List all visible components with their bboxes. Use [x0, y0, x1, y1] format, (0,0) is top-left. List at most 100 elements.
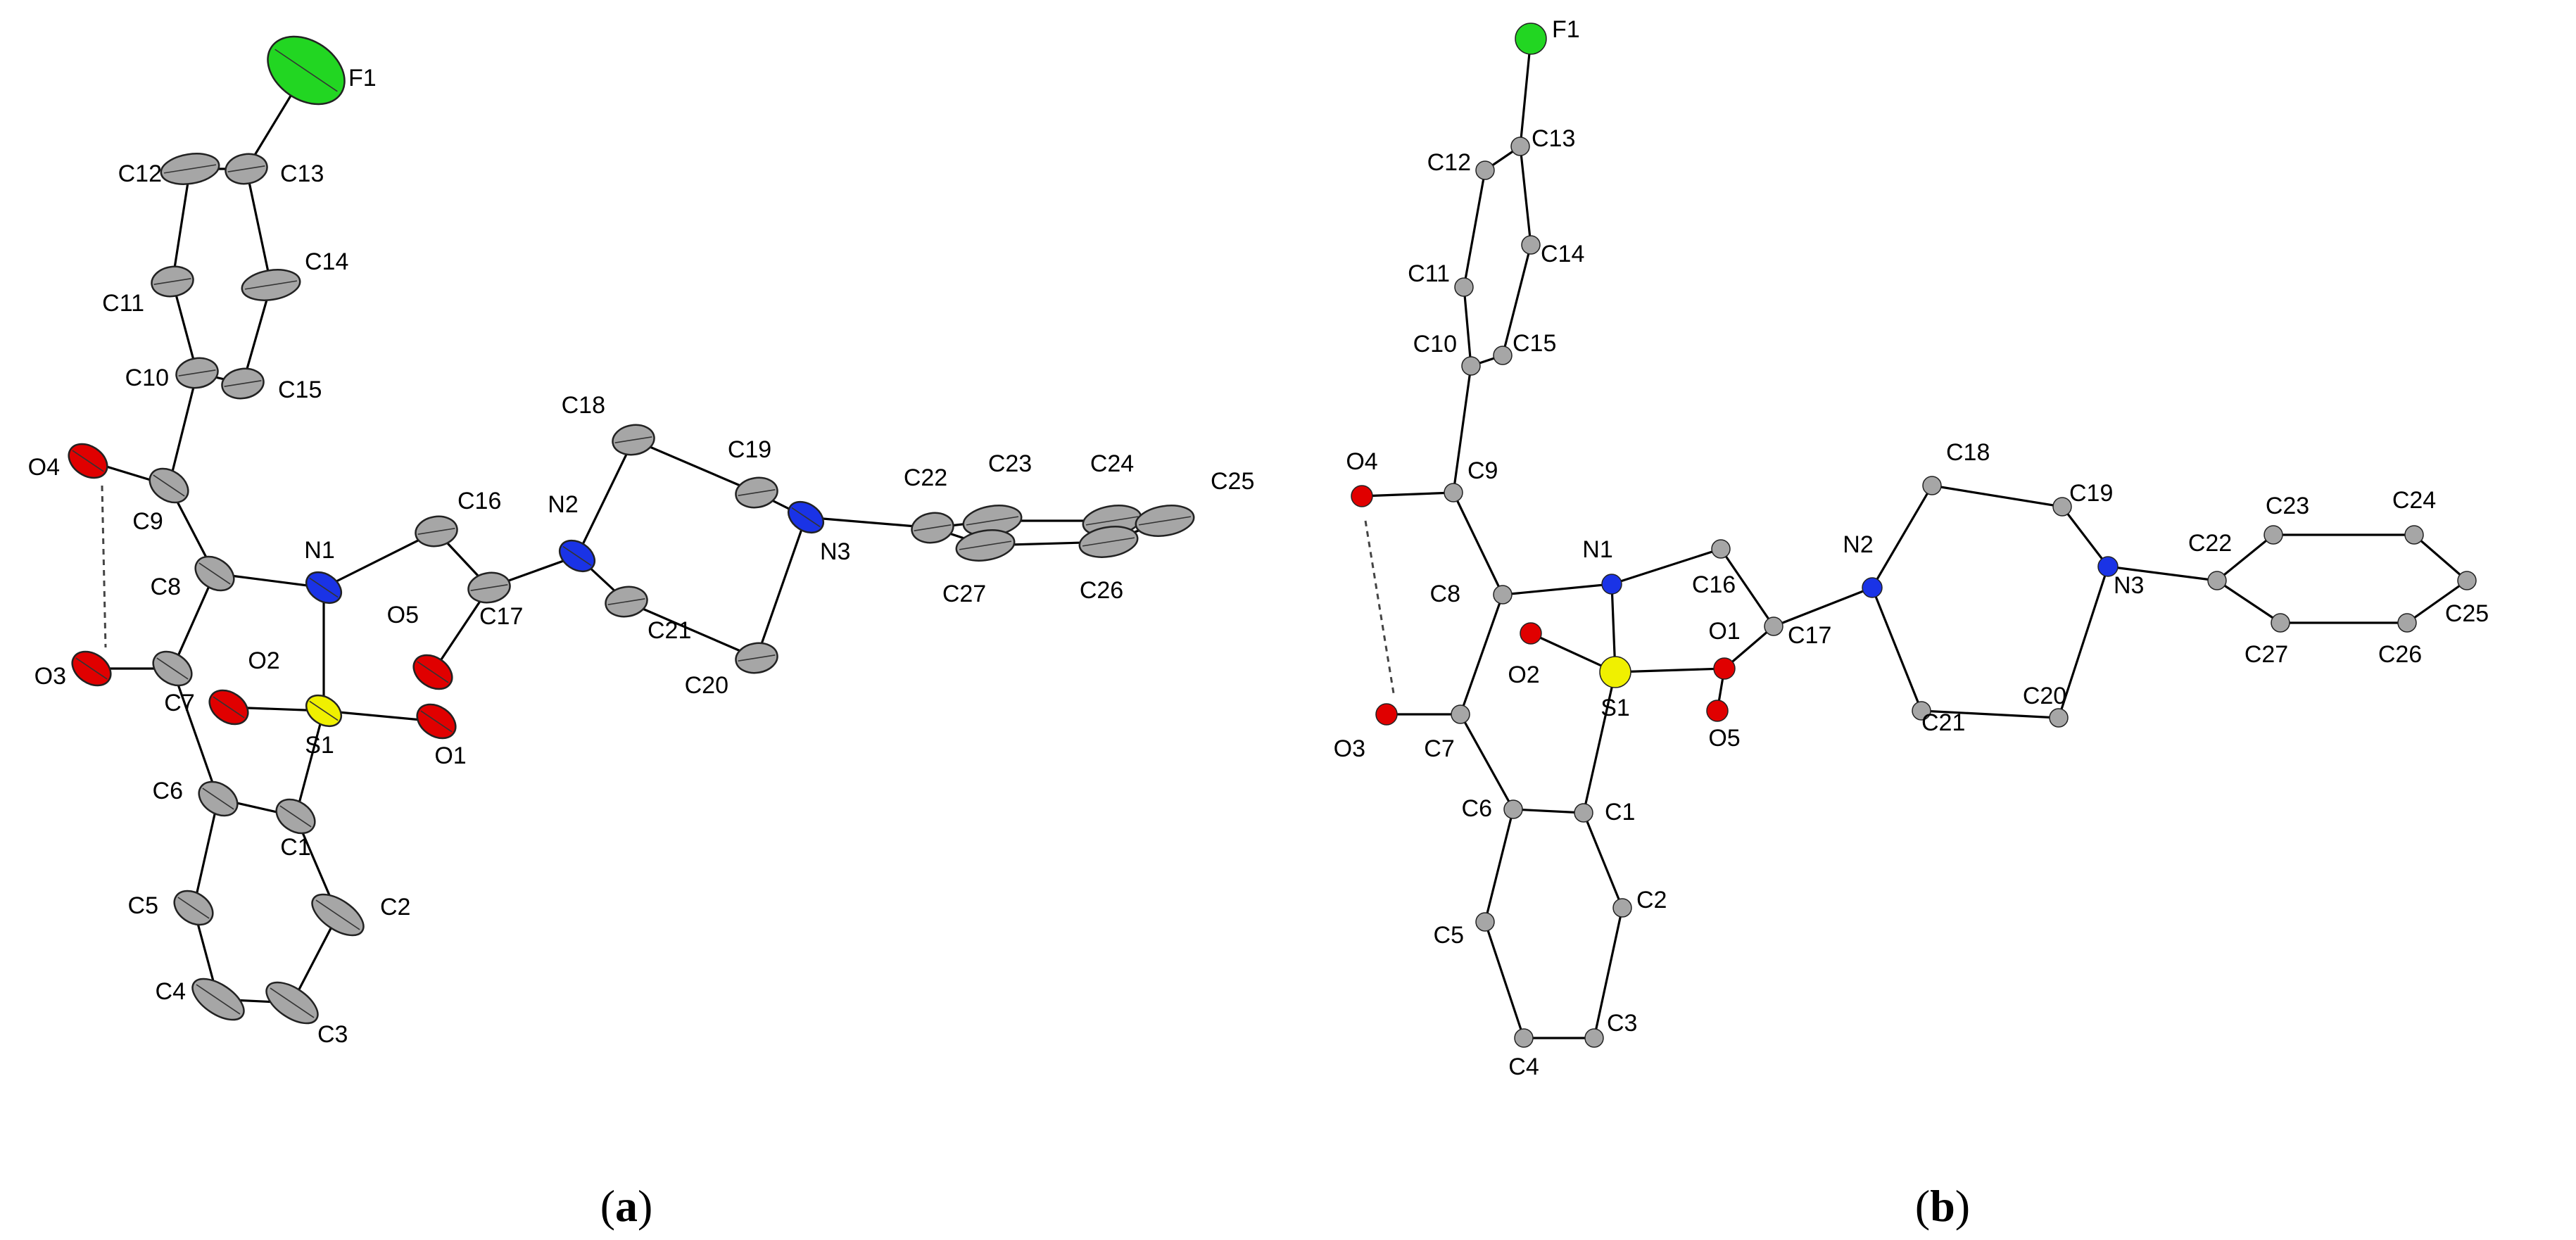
ellipsoid-axis — [1085, 516, 1139, 526]
bond-C12-C11 — [171, 167, 191, 283]
bond-C11-C10 — [171, 280, 198, 374]
atom-label-C16: C16 — [457, 488, 501, 514]
atom-C6 — [1503, 799, 1523, 819]
ellipsoid-axis — [309, 577, 339, 598]
atom-label-C10: C10 — [1413, 331, 1457, 358]
atom-label-C14: C14 — [305, 248, 348, 275]
bond-C22-C23 — [2216, 533, 2275, 582]
atom-C18 — [1922, 476, 1942, 495]
bond-N1-C16 — [1610, 548, 1722, 586]
atom-label-C8: C8 — [1430, 581, 1460, 607]
atom-label-C11: C11 — [1408, 260, 1450, 287]
atom-label-C7: C7 — [1424, 735, 1454, 762]
atom-C24 — [2404, 525, 2424, 545]
ellipsoid-axis — [417, 528, 455, 535]
bond-C14-C13 — [1519, 145, 1532, 246]
atom-label-C15: C15 — [1513, 330, 1556, 357]
atom-N1 — [1601, 574, 1622, 595]
ellipsoid-axis — [417, 661, 449, 683]
ellipsoid-axis — [607, 598, 645, 605]
ellipsoid-axis — [791, 507, 821, 528]
atom-C3 — [1584, 1028, 1604, 1048]
ellipsoid-axis — [244, 280, 298, 290]
bond-C5-C4 — [1484, 920, 1525, 1039]
atom-C8 — [1493, 585, 1513, 605]
bond-C16-C17 — [1719, 548, 1775, 628]
atom-label-O1: O1 — [1708, 618, 1740, 645]
bond-C15-C14 — [1501, 243, 1532, 357]
bond-C3-C2 — [1593, 906, 1624, 1039]
bond-C12-C11 — [1463, 169, 1486, 289]
atom-C15 — [1493, 346, 1513, 365]
atom-N3 — [2097, 556, 2119, 577]
bond-N3-C22 — [2107, 565, 2218, 582]
atom-label-C4: C4 — [1508, 1054, 1539, 1080]
atom-label-N1: N1 — [304, 537, 334, 564]
atom-label-O4: O4 — [1346, 448, 1377, 475]
atom-C21 — [1912, 701, 1931, 721]
atom-label-C16: C16 — [1692, 571, 1736, 598]
atom-label-C26: C26 — [1080, 577, 1123, 604]
bond-N2-C18 — [1871, 484, 1933, 589]
atom-O4 — [1351, 485, 1373, 507]
ellipsoid-axis — [153, 278, 191, 285]
atom-label-C8: C8 — [151, 574, 181, 600]
atom-label-C12: C12 — [1427, 149, 1471, 176]
atom-C1 — [1574, 803, 1593, 823]
bond-N2-C18 — [576, 438, 635, 557]
bond-C24-C25 — [2413, 533, 2468, 582]
atom-label-C22: C22 — [904, 464, 947, 491]
atom-label-C19: C19 — [728, 436, 771, 463]
atom-C4 — [1514, 1028, 1534, 1048]
bond-C21-N2 — [1871, 586, 1923, 712]
ellipsoid-axis — [738, 489, 776, 496]
ellipsoid-axis — [959, 540, 1012, 550]
ellipsoid-axis — [738, 654, 776, 662]
ellipsoid-axis — [1138, 516, 1192, 526]
bond-C6-C5 — [192, 797, 220, 909]
bond-C20-C21 — [1920, 709, 2060, 719]
ellipsoid-axis — [309, 700, 339, 721]
atom-C9 — [1444, 483, 1463, 502]
atom-label-C21: C21 — [648, 617, 691, 644]
ellipsoid-axis — [75, 657, 108, 680]
ellipsoid-axis — [198, 562, 231, 585]
atom-label-C27: C27 — [2244, 641, 2288, 668]
ellipsoid-axis — [966, 516, 1019, 526]
atom-label-N2: N2 — [1843, 531, 1873, 558]
atom-label-O3: O3 — [1334, 735, 1365, 762]
atom-C17 — [1764, 616, 1783, 636]
atom-label-S1: S1 — [305, 732, 334, 759]
atom-label-N3: N3 — [2114, 572, 2144, 599]
ellipsoid-axis — [153, 474, 185, 497]
atom-O3 — [1375, 703, 1398, 726]
atom-C27 — [2271, 613, 2290, 633]
atom-C16 — [1711, 539, 1731, 559]
atom-C12 — [1475, 160, 1495, 180]
atom-N2 — [1862, 577, 1883, 598]
atom-label-O2: O2 — [1508, 662, 1539, 688]
ellipsoid-axis — [177, 897, 210, 919]
ellipsoid-axis — [270, 987, 315, 1018]
atom-label-C27: C27 — [942, 581, 986, 607]
ellipsoid-axis — [562, 545, 592, 567]
bond-C15-C14 — [241, 284, 272, 385]
atom-label-F1: F1 — [348, 65, 377, 91]
bond-C2-C1 — [1582, 811, 1624, 909]
atom-label-C9: C9 — [1467, 457, 1498, 484]
bond-C25-C26 — [2406, 579, 2468, 624]
ellipsoid-axis — [196, 984, 241, 1015]
atom-label-C11: C11 — [102, 290, 144, 317]
atom-label-C23: C23 — [988, 450, 1032, 477]
hydrogen-bond-O4-O3 — [101, 485, 107, 648]
panel-a-caption: (a) — [600, 1181, 653, 1231]
atom-C13 — [1510, 137, 1530, 156]
bond-C9-O4 — [1360, 491, 1455, 498]
bond-N1-C16 — [322, 530, 438, 589]
atom-label-C3: C3 — [1607, 1010, 1637, 1037]
bond-C8-C7 — [1459, 593, 1504, 716]
atom-label-C18: C18 — [1946, 439, 1990, 466]
atom-label-C13: C13 — [1532, 125, 1575, 152]
